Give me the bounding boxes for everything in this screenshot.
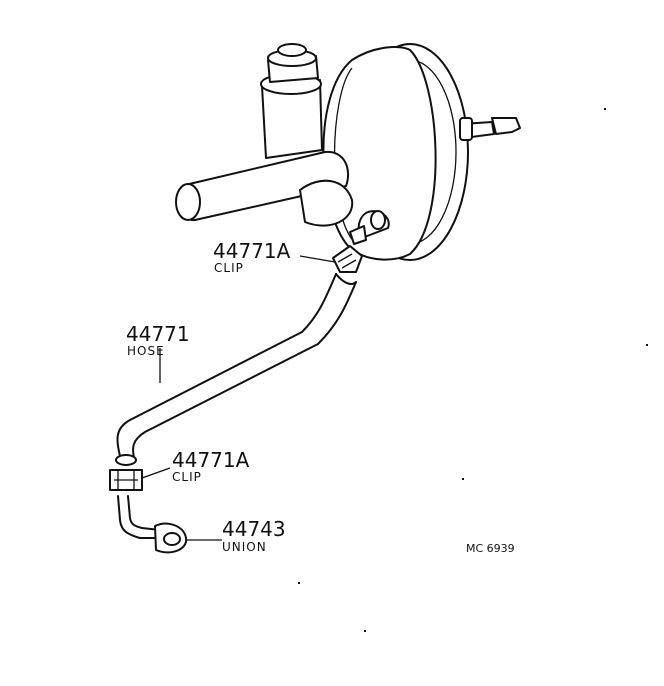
specks xyxy=(298,108,648,632)
leader-lines xyxy=(141,255,336,541)
callout-hose: 44771 HOSE xyxy=(126,322,190,358)
part-name: CLIP xyxy=(214,261,244,275)
part-name: HOSE xyxy=(127,344,165,358)
lower-clip xyxy=(109,454,143,491)
master-cylinder xyxy=(175,43,390,245)
part-name: CLIP xyxy=(172,470,202,484)
part-name: UNION xyxy=(222,540,267,554)
part-number: 44771A xyxy=(172,448,250,472)
callout-union: 44743 UNION xyxy=(222,517,286,554)
part-number: 44771 xyxy=(126,322,190,346)
brake-booster xyxy=(322,43,521,261)
callout-clip-lower: 44771A CLIP xyxy=(172,448,250,484)
part-number: 44771A xyxy=(213,239,291,263)
vacuum-hose xyxy=(116,273,357,459)
part-number: 44743 xyxy=(222,517,286,541)
upper-clip xyxy=(332,245,363,273)
callout-clip-upper: 44771A CLIP xyxy=(213,239,291,275)
diagram-code: MC 6939 xyxy=(466,542,515,555)
union-fitting xyxy=(117,495,188,554)
